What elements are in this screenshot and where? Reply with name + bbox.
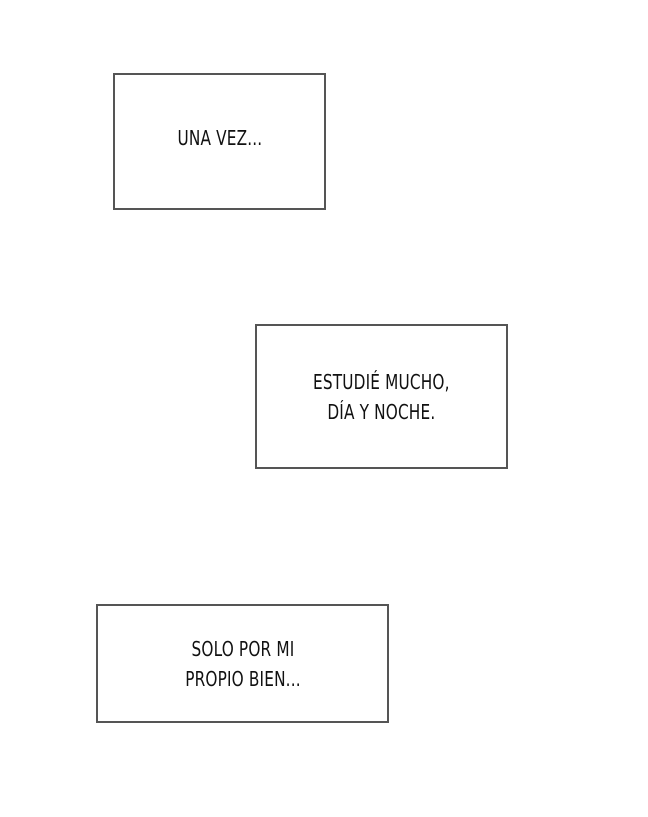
- caption-box-2: ESTUDIÉ MUCHO, DÍA Y NOCHE.: [255, 324, 508, 469]
- caption-text-2: ESTUDIÉ MUCHO, DÍA Y NOCHE.: [313, 369, 450, 424]
- caption-text-1: UNA VEZ...: [177, 125, 262, 150]
- caption-box-1: UNA VEZ...: [113, 73, 326, 210]
- caption-box-3: SOLO POR MI PROPIO BIEN...: [96, 604, 389, 723]
- caption-text-3: SOLO POR MI PROPIO BIEN...: [184, 636, 301, 691]
